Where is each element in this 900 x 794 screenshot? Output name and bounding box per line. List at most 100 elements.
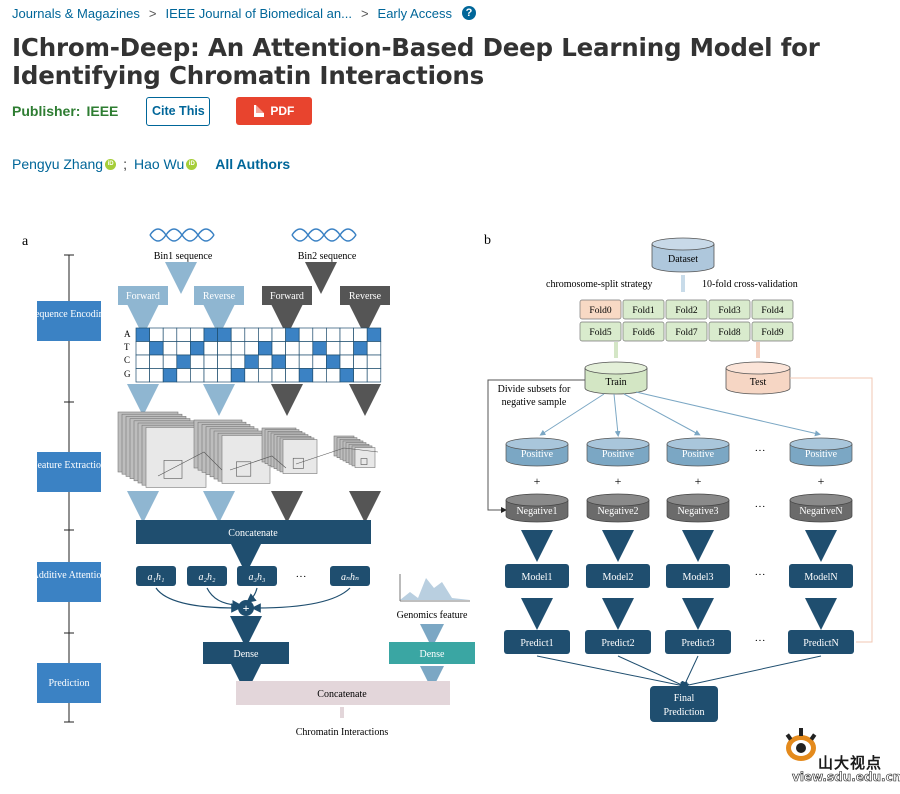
svg-text:Test: Test <box>750 377 767 388</box>
svg-text:Fold8: Fold8 <box>718 328 740 338</box>
article-figure: a Sequence Encoding Feature Extraction A… <box>0 200 900 789</box>
svg-text:a₂h₂: a₂h₂ <box>199 572 216 583</box>
help-icon[interactable]: ? <box>461 6 476 20</box>
positive-label: Positive <box>602 449 635 460</box>
matrix-cell <box>339 354 354 369</box>
matrix-cell <box>339 341 354 356</box>
matrix-cell <box>135 327 150 342</box>
attention-term: aₙhₙ <box>330 566 370 586</box>
bin1-label: Bin1 sequence <box>154 251 213 262</box>
orcid-icon[interactable]: iD <box>105 158 117 170</box>
matrix-cell <box>353 341 368 356</box>
svg-text:Fold1: Fold1 <box>632 306 654 316</box>
svg-text:Fold6: Fold6 <box>632 328 654 338</box>
conv-connector <box>295 447 379 465</box>
fold-cell: Fold2 <box>665 299 708 320</box>
matrix-cell <box>285 354 300 369</box>
matrix-cell <box>217 368 232 383</box>
author-link[interactable]: Pengyu Zhang <box>12 156 104 172</box>
svg-text:Train: Train <box>605 377 626 388</box>
attention-ellipsis: ··· <box>296 571 307 583</box>
matrix-cell <box>176 354 191 369</box>
matrix-cell <box>271 354 286 369</box>
fold-cell: Fold3 <box>708 299 751 320</box>
base-label: C <box>124 355 130 365</box>
breadcrumb-journal[interactable]: IEEE Journal of Biomedical an... <box>165 5 352 21</box>
final-prediction-node: Final Prediction <box>650 686 718 722</box>
author-link[interactable]: Hao Wu <box>133 156 185 172</box>
stage-ticks <box>64 254 74 723</box>
page-title: IChrom-Deep: An Attention-Based Deep Lea… <box>12 33 820 90</box>
matrix-cell <box>244 368 259 383</box>
breadcrumb-journals-magazines[interactable]: Journals & Magazines <box>12 5 140 21</box>
publisher-label: Publisher: <box>12 103 81 119</box>
matrix-cell <box>244 327 259 342</box>
all-authors-link[interactable]: All Authors <box>215 156 291 172</box>
matrix-cell <box>271 368 286 383</box>
negative-label: Negative3 <box>677 506 718 517</box>
svg-text:Reverse: Reverse <box>203 291 236 302</box>
predict-label: Predict1 <box>520 638 553 649</box>
matrix-cell <box>285 341 300 356</box>
predict-label: Predict2 <box>601 638 634 649</box>
matrix-cell <box>176 368 191 383</box>
matrix-cell <box>366 341 382 356</box>
fold-cell: Fold6 <box>622 321 665 342</box>
svg-text:Final: Final <box>674 693 695 704</box>
positive-label: Positive <box>682 449 715 460</box>
matrix-cell <box>312 341 327 356</box>
matrix-cell <box>190 368 205 383</box>
matrix-cell <box>366 354 382 369</box>
strand-box: Reverse <box>340 286 390 305</box>
positive-label: Positive <box>805 449 838 460</box>
svg-text:Fold3: Fold3 <box>718 306 740 316</box>
matrix-cell <box>285 368 300 383</box>
matrix-cell <box>339 327 354 342</box>
base-label: T <box>124 342 130 352</box>
arrow-row <box>127 491 381 523</box>
output-label: Chromatin Interactions <box>296 727 389 738</box>
strand-box: Reverse <box>194 286 244 305</box>
svg-text:Fold5: Fold5 <box>589 328 611 338</box>
fold-cell: Fold8 <box>708 321 751 342</box>
svg-text:Fold0: Fold0 <box>589 306 611 316</box>
matrix-cell <box>230 341 246 356</box>
orcid-icon[interactable]: iD <box>186 158 198 170</box>
matrix-cell <box>366 327 382 342</box>
arrow-row <box>127 304 381 336</box>
fold-cell: Fold0 <box>579 299 622 320</box>
cite-this-button[interactable]: Cite This <box>146 96 211 126</box>
matrix-cell <box>298 327 314 342</box>
matrix-cell <box>258 354 273 369</box>
pdf-button[interactable]: PDF <box>236 97 313 125</box>
one-hot-matrix <box>135 327 382 383</box>
sum-node: + <box>238 600 254 616</box>
matrix-cell <box>230 368 246 383</box>
strand-box: Forward <box>262 286 312 305</box>
attention-term: a₁h₁ <box>136 566 176 586</box>
final-connector <box>680 655 822 690</box>
feature-map-stack <box>193 419 271 484</box>
matrix-cell <box>258 327 273 342</box>
svg-text:Dense: Dense <box>234 649 260 660</box>
fold-cell: Fold1 <box>622 299 665 320</box>
publisher-name: IEEE <box>86 103 119 119</box>
test-connector <box>790 377 873 643</box>
bin2-label: Bin2 sequence <box>298 251 357 262</box>
matrix-cell <box>298 368 314 383</box>
matrix-cell <box>162 354 178 369</box>
matrix-cell <box>203 368 218 383</box>
breadcrumb-early-access[interactable]: Early Access <box>377 5 452 21</box>
matrix-cell <box>285 327 300 342</box>
train-node: Train <box>584 361 648 395</box>
matrix-cell <box>298 341 314 356</box>
final-concatenate-box: Concatenate <box>236 681 450 705</box>
panel-b-label: b <box>484 233 491 248</box>
plus-sign: + <box>615 474 622 488</box>
matrix-cell <box>258 368 273 383</box>
matrix-cell <box>326 354 341 369</box>
svg-text:Fold2: Fold2 <box>675 306 697 316</box>
negative-label: Negative1 <box>516 506 557 517</box>
genomics-chart-icon <box>399 574 470 602</box>
